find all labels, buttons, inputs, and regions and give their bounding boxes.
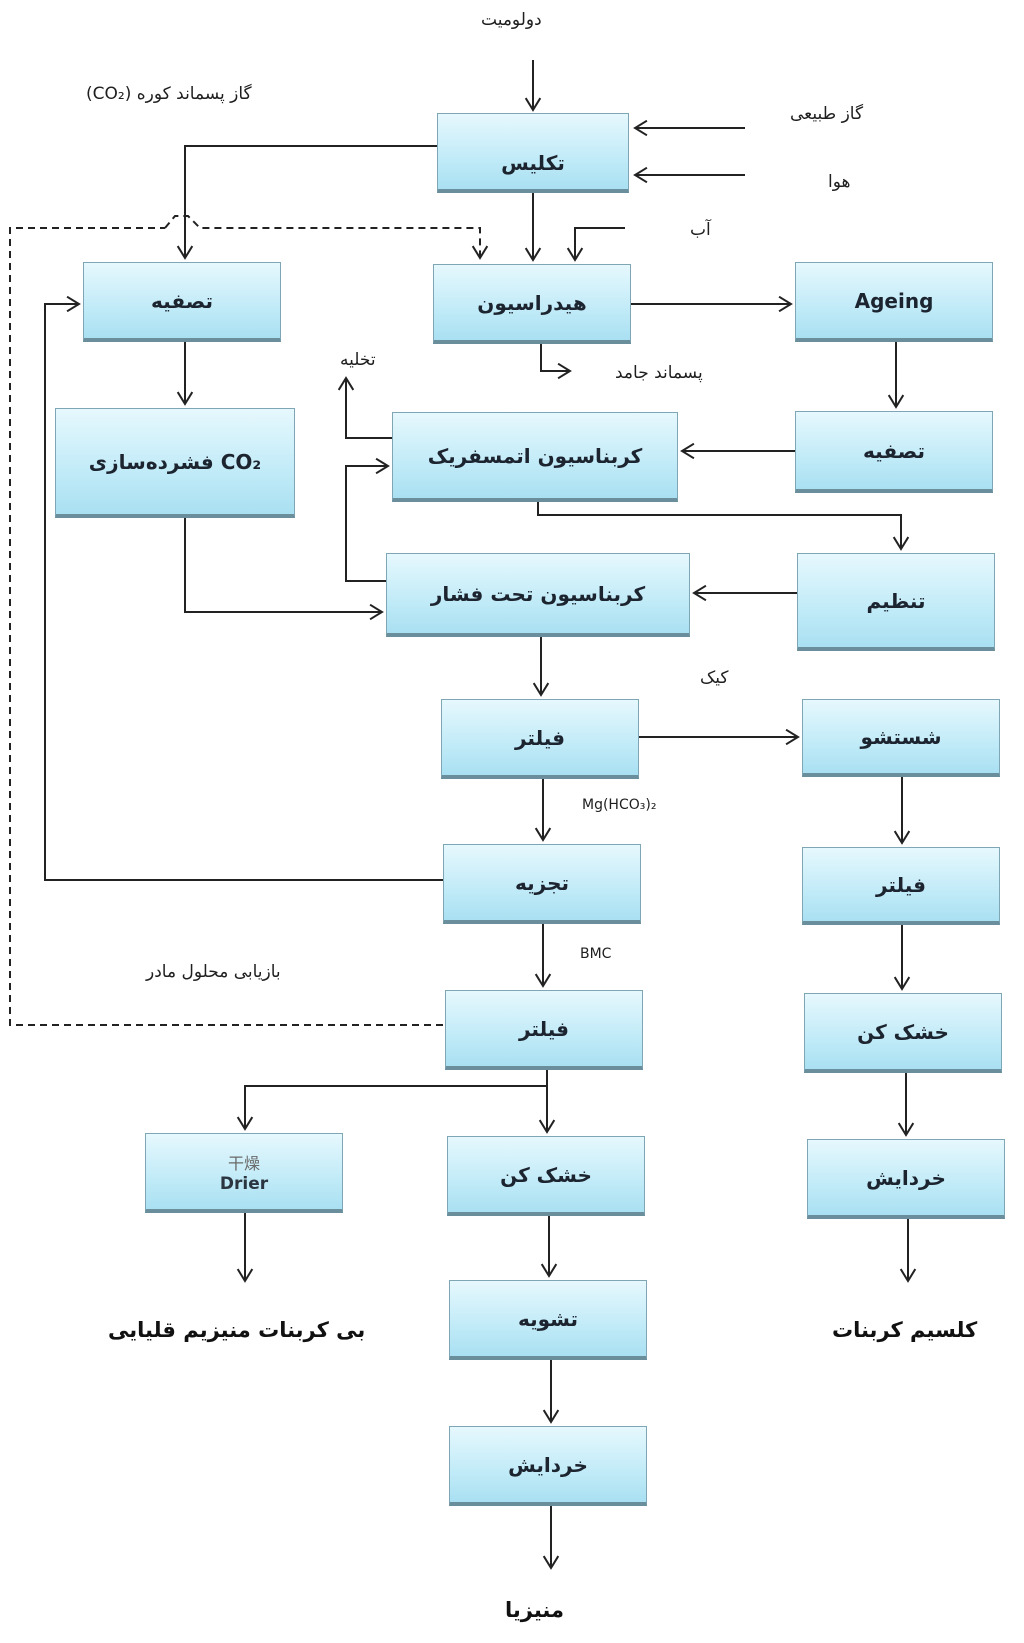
node-label-cn: 干燥 bbox=[227, 1153, 260, 1173]
node-co2-compression: فشرده‌سازی CO₂ bbox=[55, 408, 295, 518]
edge-pressure-atmospheric bbox=[345, 465, 388, 582]
edge-filter1-decomposition-arrowhead bbox=[534, 827, 552, 842]
edge-grinding-calciumcarbonate-arrowhead bbox=[899, 1268, 917, 1283]
edge-gas-calcination-arrowhead bbox=[633, 119, 648, 137]
node-washing: شستشو bbox=[802, 699, 1000, 777]
input-air: هوا bbox=[828, 172, 851, 192]
edge-water-hydration-arrowhead bbox=[566, 247, 584, 262]
edge-decomposition-purification bbox=[44, 303, 443, 881]
node-pressure-carbonation: کربناسیون تحت فشار bbox=[386, 553, 690, 637]
edge-atmospheric-discharge-arrowhead bbox=[337, 376, 355, 391]
input-natural-gas: گاز طبیعی bbox=[790, 104, 864, 124]
output-basic-magnesium-carbonate: بی کربنات منیزیم قلیایی bbox=[108, 1318, 366, 1342]
edge-filter2-dryer-arrowhead bbox=[538, 1119, 556, 1134]
node-label: هیدراسیون bbox=[477, 290, 587, 315]
edge-filter-dryer-arrowhead bbox=[893, 976, 911, 991]
edge-grinding-magnesia-arrowhead bbox=[542, 1555, 560, 1570]
edge-pressure-atmospheric-arrowhead bbox=[375, 457, 390, 475]
node-label: تصفیه bbox=[863, 438, 925, 463]
label-bmc: BMC bbox=[580, 946, 612, 962]
node-label: خردایش bbox=[508, 1452, 588, 1477]
node-filter-1: فیلتر bbox=[441, 699, 639, 779]
edge-decomposition-filter2-arrowhead bbox=[534, 973, 552, 988]
input-kiln-waste-gas: گاز پسماند کوره (CO₂) bbox=[86, 84, 252, 104]
node-adjustment: تنظیم bbox=[797, 553, 995, 651]
node-atmospheric-carbonation: کربناسیون اتمسفریک bbox=[392, 412, 678, 502]
edge-hydration-solidwaste-arrowhead bbox=[557, 362, 572, 380]
edge-mother-liquor-recycle-hop bbox=[164, 215, 481, 258]
edge-atmospheric-adjustment bbox=[537, 502, 902, 549]
edge-adjustment-pressure-arrowhead bbox=[692, 584, 707, 602]
label-mother-liquor-recovery: بازیابی محلول مادر bbox=[146, 962, 281, 982]
edge-water-hydration bbox=[574, 227, 625, 260]
edge-calcination-purification-arrowhead bbox=[176, 245, 194, 260]
node-hydration: هیدراسیون bbox=[433, 264, 631, 344]
node-label: فیلتر bbox=[875, 872, 927, 897]
node-label: تشویه bbox=[517, 1306, 579, 1331]
node-label: Ageing bbox=[854, 288, 934, 313]
edge-filter2-drier bbox=[244, 1070, 548, 1129]
node-label: خشک کن bbox=[857, 1019, 949, 1044]
edge-calcination-purification bbox=[184, 145, 437, 258]
edge-dryer-calcination2-arrowhead bbox=[540, 1263, 558, 1278]
label-cake: کیک bbox=[700, 668, 729, 688]
node-filter-right: فیلتر bbox=[802, 847, 1000, 925]
edge-filter1-washing-arrowhead bbox=[785, 728, 800, 746]
node-dryer-center: خشک کن bbox=[447, 1136, 645, 1216]
node-purification-right: تصفیه bbox=[795, 411, 993, 493]
input-water: آب bbox=[690, 220, 711, 240]
edge-air-calcination-arrowhead bbox=[633, 166, 648, 184]
node-calcination: تکلیس bbox=[437, 113, 629, 193]
node-label: فشرده‌سازی CO₂ bbox=[88, 449, 262, 474]
node-filter-2: فیلتر bbox=[445, 990, 643, 1070]
node-label: تنظیم bbox=[866, 588, 926, 613]
edge-compression-pressure bbox=[184, 518, 382, 613]
edge-washing-filter-arrowhead bbox=[893, 830, 911, 845]
node-label: خردایش bbox=[866, 1165, 946, 1190]
node-dryer-right: خشک کن bbox=[804, 993, 1002, 1073]
node-label: خشک کن bbox=[500, 1162, 592, 1187]
input-dolomite: دولومیت bbox=[481, 10, 542, 30]
node-decomposition: تجزیه bbox=[443, 844, 641, 924]
label-solid-waste: پسماند جامد bbox=[615, 363, 703, 383]
edge-pressure-filter1-arrowhead bbox=[532, 682, 550, 697]
edge-purification-atmospheric-arrowhead bbox=[680, 442, 695, 460]
node-label: تکلیس bbox=[501, 150, 565, 175]
label-discharge: تخلیه bbox=[340, 350, 376, 370]
node-label: تجزیه bbox=[514, 870, 569, 895]
edge-ageing-purification-arrowhead bbox=[887, 394, 905, 409]
edge-dolomite-calcination-arrowhead bbox=[524, 97, 542, 112]
edge-dryer-grinding-arrowhead bbox=[897, 1122, 915, 1137]
edge-mother-liquor-recycle bbox=[9, 227, 443, 1026]
node-label: فیلتر bbox=[514, 725, 566, 750]
edge-atmospheric-discharge bbox=[345, 378, 392, 439]
node-label: کربناسیون اتمسفریک bbox=[427, 443, 643, 468]
edge-decomposition-purification-arrowhead bbox=[66, 295, 81, 313]
edge-hydration-ageing-arrowhead bbox=[778, 295, 793, 313]
node-purification-left: تصفیه bbox=[83, 262, 281, 342]
label-mg-bicarbonate: Mg(HCO₃)₂ bbox=[582, 797, 657, 813]
edge-calcination-hydration-arrowhead bbox=[524, 247, 542, 262]
node-label: تصفیه bbox=[151, 288, 213, 313]
node-ageing: Ageing bbox=[795, 262, 993, 342]
edge-compression-pressure-arrowhead bbox=[369, 603, 384, 621]
edge-mother-liquor-recycle-hop-arrowhead bbox=[471, 245, 489, 260]
node-grinding-right: خردایش bbox=[807, 1139, 1005, 1219]
node-label: Drier bbox=[219, 1173, 269, 1194]
edge-atmospheric-adjustment-arrowhead bbox=[892, 536, 910, 551]
node-grinding-center: خردایش bbox=[449, 1426, 647, 1506]
output-magnesia: منیزیا bbox=[505, 1598, 564, 1622]
edge-hydration-solidwaste bbox=[540, 344, 570, 372]
node-calcination-2: تشویه bbox=[449, 1280, 647, 1360]
node-label: فیلتر bbox=[518, 1016, 570, 1041]
edge-drier-bmc-arrowhead bbox=[236, 1268, 254, 1283]
node-label: شستشو bbox=[860, 724, 942, 749]
edge-calcination2-grinding-arrowhead bbox=[542, 1409, 560, 1424]
edge-purification-compression-arrowhead bbox=[176, 391, 194, 406]
output-calcium-carbonate: کلسیم کربنات bbox=[832, 1318, 978, 1342]
edge-filter2-drier-arrowhead bbox=[236, 1116, 254, 1131]
node-label: کربناسیون تحت فشار bbox=[430, 581, 646, 606]
